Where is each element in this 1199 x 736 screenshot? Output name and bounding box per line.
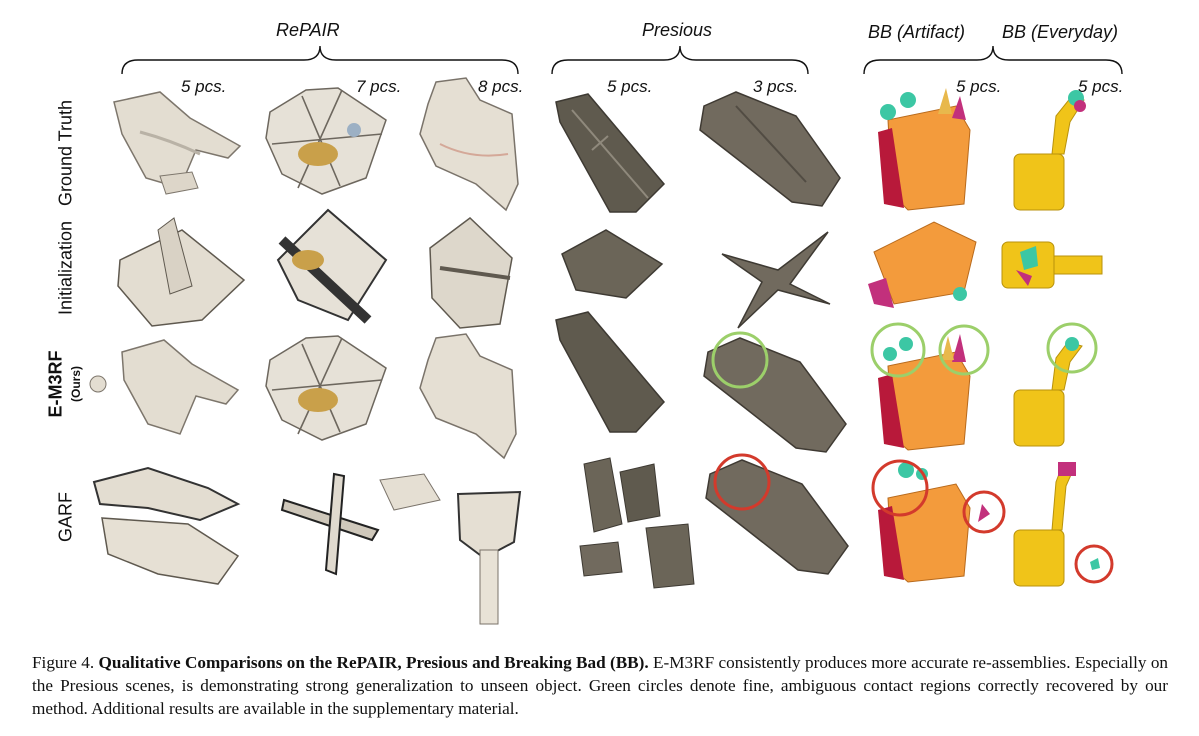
bad-circle (962, 490, 1006, 534)
garf-presious-3-image (705, 453, 849, 575)
figure-caption: Figure 4. Qualitative Comparisons on the… (32, 651, 1168, 720)
good-circle (870, 322, 926, 378)
group-label-presious: Presious (642, 20, 713, 40)
init-bb-artifact-image (868, 221, 977, 308)
col-label-presious-5: 5 pcs. (607, 77, 653, 96)
ours-repair-7-image (265, 335, 387, 441)
caption-prefix: Figure 4. (32, 653, 95, 672)
row-label-garf: GARF (55, 491, 76, 543)
gt-repair-7-image (265, 87, 387, 195)
garf-repair-8-image (379, 473, 522, 625)
group-label-repair: RePAIR (276, 20, 340, 40)
init-repair-7-image (276, 208, 388, 324)
init-presious-5-image (561, 229, 664, 299)
group-label-bb-everyday: BB (Everyday) (1002, 22, 1119, 42)
good-circle (938, 324, 990, 376)
caption-body: E-M3RF consistently produces more accura… (32, 653, 1169, 718)
group-label-bb-artifact: BB (Artifact) (868, 22, 966, 42)
bad-circle (713, 453, 771, 511)
caption-title: Qualitative Comparisons on the RePAIR, P… (98, 653, 649, 672)
ours-bb-artifact-image (870, 322, 990, 451)
row-label-em3rf: E-M3RF (45, 350, 66, 418)
ours-bb-everyday-image (1013, 322, 1098, 447)
gt-presious-3-image (699, 91, 841, 207)
brace-bb (863, 45, 1123, 75)
col-label-bb-everyday-5: 5 pcs. (1078, 77, 1124, 96)
row-label-initialization: Initialization (55, 220, 76, 316)
garf-repair-7-image (280, 472, 380, 576)
init-repair-8-image (429, 217, 513, 329)
gt-repair-5-image (113, 91, 242, 195)
garf-bb-everyday-image (1013, 462, 1114, 587)
garf-repair-5-image (92, 466, 241, 585)
garf-presious-5-image (579, 457, 695, 589)
col-label-bb-artifact-5: 5 pcs. (956, 77, 1002, 96)
ours-presious-3-image (703, 331, 847, 453)
ours-repair-5-image (89, 339, 240, 435)
bad-circle (871, 459, 929, 517)
init-presious-3-image (721, 231, 831, 329)
ours-presious-5-image (555, 311, 666, 433)
gt-presious-5-image (555, 93, 666, 213)
row-label-ours: (Ours) (69, 366, 83, 402)
brace-repair (121, 45, 519, 75)
brace-presious (551, 45, 809, 75)
garf-bb-artifact-image (871, 459, 1006, 583)
gt-repair-8-image (419, 77, 519, 212)
gt-bb-everyday-image (1013, 90, 1086, 211)
good-circle (1046, 322, 1098, 374)
col-label-presious-3: 3 pcs. (753, 77, 799, 96)
init-repair-5-image (117, 217, 246, 327)
row-label-ground-truth: Ground Truth (55, 99, 76, 207)
bad-circle (1074, 544, 1114, 584)
col-label-repair-5: 5 pcs. (181, 77, 227, 96)
col-label-repair-8: 8 pcs. (478, 77, 524, 96)
col-label-repair-7: 7 pcs. (356, 77, 402, 96)
ours-repair-8-image (419, 333, 517, 460)
init-bb-everyday-image (1001, 241, 1103, 289)
gt-bb-artifact-image (878, 88, 971, 211)
good-circle (711, 331, 769, 389)
